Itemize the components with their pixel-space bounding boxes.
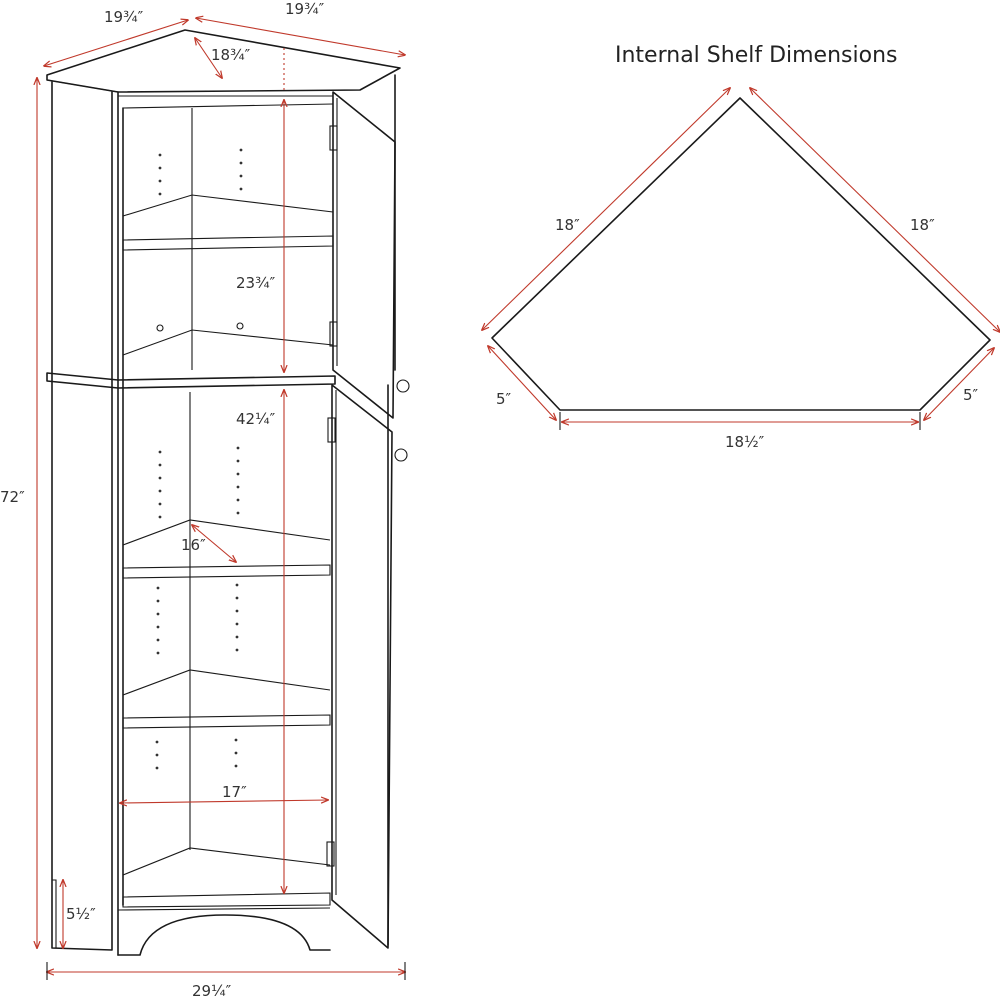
label-shelf-right-short: 5″ — [963, 386, 979, 404]
shelf-shape — [491, 97, 991, 411]
label-top-right-width: 19¾″ — [285, 0, 325, 18]
dim-top-depth-line — [195, 38, 222, 78]
label-shelf-right-long: 18″ — [910, 216, 935, 234]
label-total-height: 72″ — [0, 488, 25, 506]
shelf-dimension-labels: 18″ 18″ 5″ 5″ 18½″ — [496, 216, 979, 451]
label-shelf-left-short: 5″ — [496, 390, 512, 408]
label-upper-interior-height: 23¾″ — [236, 274, 276, 292]
shelf-pin-holes — [155, 148, 244, 770]
label-shelf-width: 17″ — [222, 783, 247, 801]
dim-shelf-left-long-line — [482, 88, 730, 330]
label-shelf-depth: 16″ — [181, 536, 206, 554]
dim-shelf-depth-line — [192, 525, 236, 562]
dim-top-left-line — [44, 20, 188, 66]
label-shelf-left-long: 18″ — [555, 216, 580, 234]
label-shelf-front: 18½″ — [725, 433, 765, 451]
label-top-depth: 18¾″ — [211, 46, 251, 64]
upper-door — [329, 91, 410, 419]
label-lower-interior-height: 42¼″ — [236, 410, 276, 428]
dim-shelf-right-short-line — [924, 348, 994, 420]
shelf-dimensions — [482, 88, 1000, 430]
page-title: Internal Shelf Dimensions — [615, 43, 897, 68]
dim-top-right-line — [196, 18, 405, 55]
dim-shelf-left-short-line — [488, 346, 556, 420]
cabinet-outline — [46, 29, 401, 956]
dim-shelf-width-line — [120, 800, 328, 803]
lower-door — [326, 384, 408, 949]
label-base-height: 5½″ — [66, 905, 96, 923]
dim-shelf-right-long-line — [750, 88, 1000, 332]
label-top-left-width: 19¾″ — [104, 8, 144, 26]
cabinet-dimension-labels: 19¾″ 19¾″ 18¾″ 72″ 23¾″ 42¼″ 16″ 17″ 5½″… — [0, 0, 325, 1000]
label-overall-width: 29¼″ — [192, 982, 232, 1000]
cabinet-dimensions — [37, 18, 405, 980]
